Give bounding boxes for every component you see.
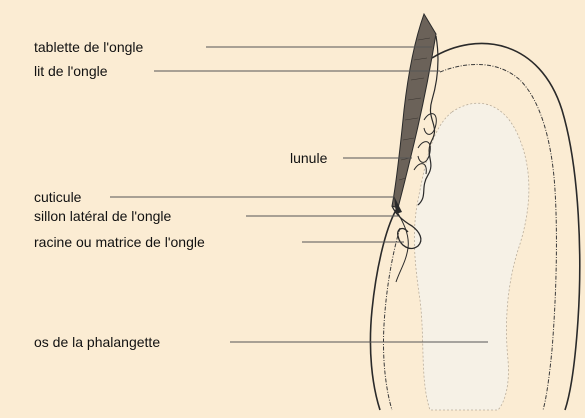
label-phalanx-bone: os de la phalangette [34, 334, 160, 350]
label-cuticle: cuticule [34, 189, 81, 205]
label-nail-plate: tablette de l'ongle [34, 39, 143, 55]
proximal-skin-fold [396, 210, 408, 282]
label-lateral-fold: sillon latéral de l'ongle [34, 208, 171, 224]
label-lunula: lunule [290, 150, 327, 166]
ventral-dermis-line [383, 228, 400, 410]
label-nail-bed: lit de l'ongle [34, 63, 108, 79]
label-matrix: racine ou matrice de l'ongle [34, 234, 205, 250]
phalanx-bone-shape [414, 103, 529, 410]
fingertip-ventral-contour [370, 210, 396, 410]
